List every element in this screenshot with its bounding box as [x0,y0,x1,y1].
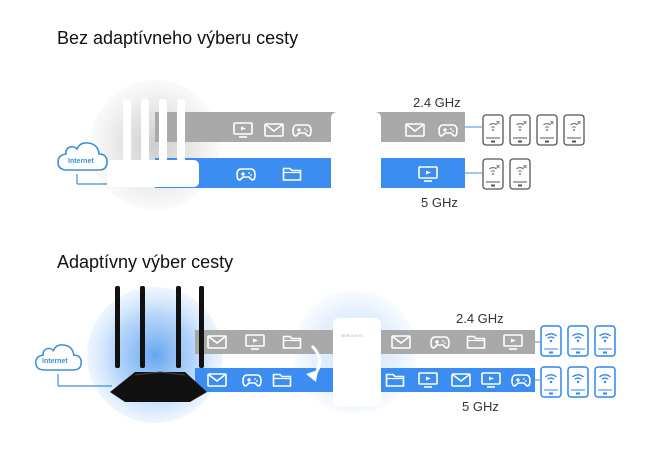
phone-weak-icon [509,158,531,190]
phone-weak-icon [482,158,504,190]
phone-weak-icon [482,114,504,146]
phone-wifi-icon [567,325,589,357]
top-label-5ghz: 5 GHz [421,195,458,210]
bottom-extender: MERCUSYS [333,318,381,406]
top-label-2-4ghz: 2.4 GHz [413,95,461,110]
phone-wifi-icon [567,366,589,398]
bottom-devices-5 [540,366,616,398]
phone-wifi-icon [594,325,616,357]
bottom-label-2-4ghz: 2.4 GHz [456,311,504,326]
bottom-scenario-title: Adaptívny výber cesty [57,252,234,272]
phone-weak-icon [536,114,558,146]
top-devices-5 [482,158,531,190]
top-cloud-icon: Internet [57,142,108,185]
bottom-cloud-icon: Internet [35,344,112,387]
top-band-5ghz [155,158,465,188]
top-device-links [465,126,482,174]
top-scenario-title: Bez adaptívneho výberu cesty [57,28,299,48]
bottom-cloud-label: Internet [42,358,68,365]
phone-weak-icon [509,114,531,146]
bottom-devices-24 [540,325,616,357]
bottom-label-5ghz: 5 GHz [462,399,499,414]
top-router-halo [90,80,220,210]
band-switch-arrow-icon [306,344,321,382]
phone-wifi-icon [594,366,616,398]
bottom-router [110,286,207,402]
top-devices-24 [482,114,585,146]
top-extender [331,112,381,197]
bottom-device-links [535,341,540,381]
phone-wifi-icon [540,325,562,357]
phone-weak-icon [563,114,585,146]
extender-brand-label: MERCUSYS [341,334,363,338]
top-router [107,99,199,187]
phone-wifi-icon [540,366,562,398]
top-cloud-label: Internet [68,158,94,165]
